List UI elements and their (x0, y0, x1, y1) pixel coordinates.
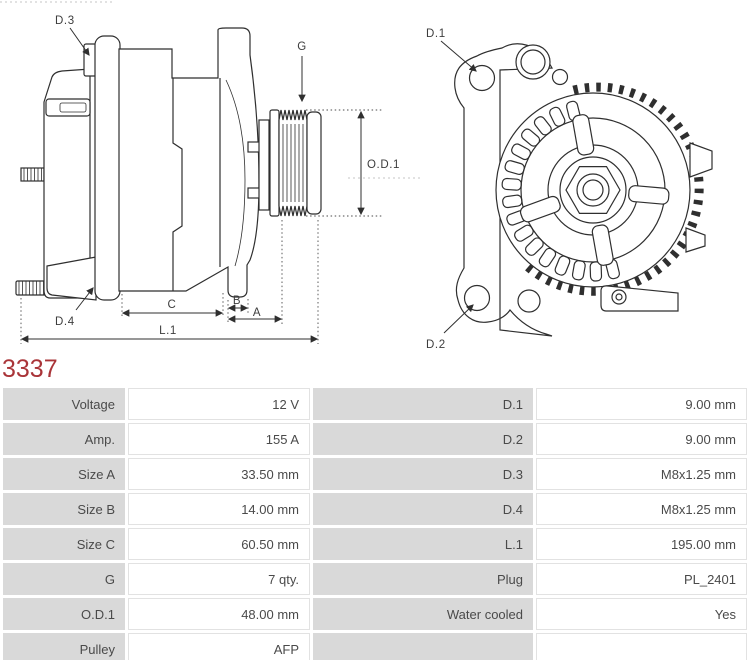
spec-value-cell: M8x1.25 mm (536, 458, 747, 490)
technical-diagrams: O.D.1 G D.3 D.4 C B A (0, 1, 713, 351)
side-tab-lower (685, 227, 706, 253)
spec-label-cell: D.4 (313, 493, 533, 525)
table-row: Pulley AFP (3, 633, 747, 660)
side-tab-upper (689, 142, 713, 178)
spec-label-cell: D.3 (313, 458, 533, 490)
spec-label-cell (313, 633, 533, 660)
spec-label-cell: D.2 (313, 423, 533, 455)
alternator-diagram-svg: O.D.1 G D.3 D.4 C B A (0, 1, 713, 351)
spec-value-cell: AFP (128, 633, 310, 660)
mount-hole-d1 (468, 64, 496, 92)
table-row: Amp. 155 A D.2 9.00 mm (3, 423, 747, 455)
alternator-front-view: D.1 D.2 (426, 28, 713, 351)
housing-step-line (172, 78, 183, 291)
table-row: Size C 60.50 mm L.1 195.00 mm (3, 528, 747, 560)
dim-label-d1: D.1 (426, 28, 446, 40)
small-hole-top (551, 68, 569, 86)
table-row: Voltage 12 V D.1 9.00 mm (3, 388, 747, 420)
rear-stud-upper (20, 167, 45, 182)
mounting-bracket (454, 43, 553, 337)
table-row: O.D.1 48.00 mm Water cooled Yes (3, 598, 747, 630)
dim-label-d4: D.4 (55, 316, 75, 328)
spec-value-cell: 14.00 mm (128, 493, 310, 525)
spec-value-cell: 195.00 mm (536, 528, 747, 560)
spec-label-cell: O.D.1 (3, 598, 125, 630)
spec-value-cell: 12 V (128, 388, 310, 420)
dim-label-od1: O.D.1 (367, 159, 400, 171)
front-bracket-plate (94, 35, 121, 301)
vent-slots (501, 100, 620, 282)
spec-value-cell: PL_2401 (536, 563, 747, 595)
dim-label-l1: L.1 (159, 325, 177, 337)
spec-value-cell: M8x1.25 mm (536, 493, 747, 525)
mounting-lug-d4 (46, 256, 97, 301)
spec-label-cell: D.1 (313, 388, 533, 420)
table-row: Size A 33.50 mm D.3 M8x1.25 mm (3, 458, 747, 490)
d2-leader (443, 304, 474, 334)
spec-label-cell: Amp. (3, 423, 125, 455)
pulley (269, 109, 322, 217)
dim-label-g: G (297, 41, 307, 53)
table-row: G 7 qty. Plug PL_2401 (3, 563, 747, 595)
dim-label-b: B (233, 295, 241, 307)
spec-label-cell: L.1 (313, 528, 533, 560)
spec-value-cell: 60.50 mm (128, 528, 310, 560)
d3-leader (69, 27, 90, 56)
rear-terminal-slot (45, 98, 91, 117)
spokes (519, 114, 670, 266)
dim-label-d2: D.2 (426, 339, 446, 351)
dim-label-c: C (168, 299, 177, 311)
spec-value-cell: 7 qty. (128, 563, 310, 595)
alternator-side-view: O.D.1 G D.3 D.4 C B A (15, 15, 420, 344)
spec-label-cell: Plug (313, 563, 533, 595)
d1-leader (440, 40, 477, 72)
spec-table: Voltage 12 V D.1 9.00 mm Amp. 155 A D.2 … (0, 385, 750, 660)
spec-value-cell (536, 633, 747, 660)
spec-label-cell: Size B (3, 493, 125, 525)
spec-value-cell: 48.00 mm (128, 598, 310, 630)
front-face-curve (225, 79, 246, 267)
mount-hole-d2 (463, 284, 491, 312)
dim-label-a: A (253, 307, 261, 319)
spec-label-cell: Water cooled (313, 598, 533, 630)
table-row: Size B 14.00 mm D.4 M8x1.25 mm (3, 493, 747, 525)
pulley-back-plate (258, 119, 270, 211)
rear-cover (43, 68, 91, 299)
spec-value-cell: 9.00 mm (536, 388, 747, 420)
spec-label-cell: Pulley (3, 633, 125, 660)
spec-value-cell: 9.00 mm (536, 423, 747, 455)
spec-value-cell: 155 A (128, 423, 310, 455)
rear-terminal (59, 102, 87, 113)
spec-label-cell: Size A (3, 458, 125, 490)
spec-label-cell: Voltage (3, 388, 125, 420)
dim-label-d3: D.3 (55, 15, 75, 27)
main-housing (118, 27, 260, 298)
rear-stud-lower (15, 280, 47, 296)
small-hole-bottom (517, 289, 541, 313)
spec-value-cell: Yes (536, 598, 747, 630)
part-number: 3337 (2, 355, 58, 383)
spec-label-cell: G (3, 563, 125, 595)
spec-label-cell: Size C (3, 528, 125, 560)
shaft-end (582, 179, 604, 201)
spec-value-cell: 33.50 mm (128, 458, 310, 490)
d4-leader (75, 287, 94, 311)
